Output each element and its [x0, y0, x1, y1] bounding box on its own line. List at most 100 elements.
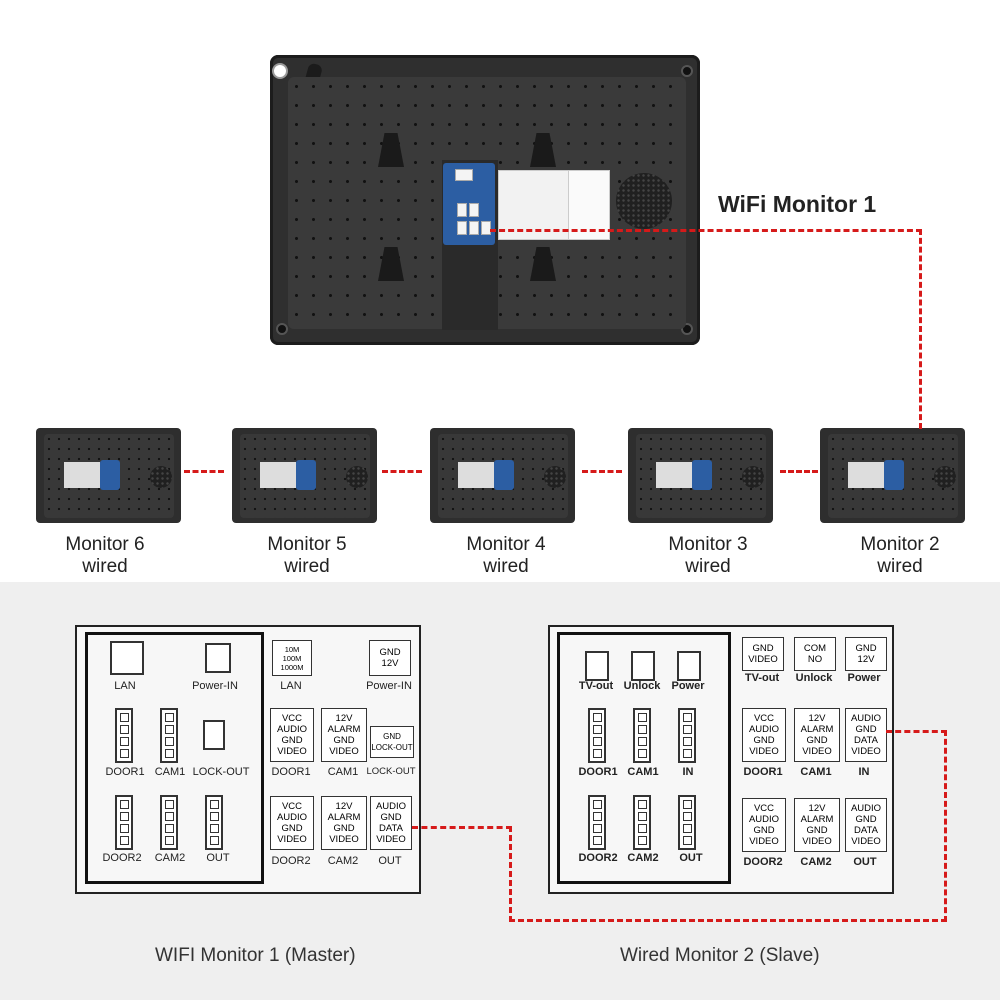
screw: [276, 323, 288, 335]
cam2-pinout-label: CAM2: [327, 855, 359, 867]
lan-connector: [110, 641, 144, 675]
spec-label: [848, 462, 884, 488]
cam1-port-label: CAM1: [627, 766, 659, 778]
monitor-type: wired: [685, 556, 731, 577]
wire-wifi-to-monitor2: [490, 229, 922, 232]
door1-pinout-label: DOOR1: [743, 766, 783, 778]
in-connector: [678, 708, 696, 763]
wire-monitor3-2: [780, 470, 818, 473]
tv-out-port-label: TV-out: [578, 680, 614, 692]
cam2-connector: [633, 795, 651, 850]
cam1-connector: [633, 708, 651, 763]
lock-out-port-label: LOCK-OUT: [192, 766, 250, 778]
lan-pinout-label: LAN: [280, 680, 302, 692]
wire-out-to-in: [509, 826, 512, 922]
unlock-connector: [631, 651, 655, 681]
lock-out-pinout-label: LOCK-OUT: [366, 766, 416, 777]
tv-out-pinout-label: TV-out: [744, 672, 780, 684]
door1-connector: [588, 708, 606, 763]
speaker-grille: [742, 466, 764, 488]
door2-connector: [588, 795, 606, 850]
screw: [272, 63, 288, 79]
wired-monitor-back: [628, 428, 773, 523]
speaker-grille: [934, 466, 956, 488]
connector-pin: [455, 169, 473, 181]
lock-out-connector: [203, 720, 225, 750]
cam2-port-label: CAM2: [627, 852, 659, 864]
wire-out-to-in: [886, 730, 947, 733]
power-in-pinout-label: Power-IN: [366, 680, 412, 692]
unlock-port-label: Unlock: [623, 680, 661, 692]
door2-pinout-label: DOOR2: [743, 856, 783, 868]
cam2-pinout-label: CAM2: [800, 856, 832, 868]
spec-label: [656, 462, 692, 488]
door2-port-label: DOOR2: [102, 852, 142, 864]
cam1-port-label: CAM1: [154, 766, 186, 778]
door1-pinout-label: DOOR1: [271, 766, 311, 778]
door1-connector: [115, 708, 133, 763]
power-port-label: Power: [671, 680, 705, 692]
connector-pin: [469, 221, 479, 235]
wifi-monitor-label: WiFi Monitor 1: [718, 191, 877, 217]
connector-pin: [481, 221, 491, 235]
speaker-grille: [150, 466, 172, 488]
speaker-grille: [544, 466, 566, 488]
master-title: WIFI Monitor 1 (Master): [155, 945, 356, 966]
wired-monitor-back: [820, 428, 965, 523]
monitor-name: Monitor 3: [668, 534, 748, 555]
door2-connector: [115, 795, 133, 850]
spec-label: [458, 462, 494, 488]
screw: [681, 65, 693, 77]
connector-pin: [457, 221, 467, 235]
cam1-pinout-label: CAM1: [327, 766, 359, 778]
in-pinout-label: IN: [858, 766, 870, 778]
speaker-grille: [616, 173, 672, 229]
wired-monitor-back: [430, 428, 575, 523]
wire-monitor6-5: [184, 470, 224, 473]
speaker-grille: [346, 466, 368, 488]
tv-out-connector: [585, 651, 609, 681]
door2-pinout-label: DOOR2: [271, 855, 311, 867]
wire-wifi-to-monitor2: [919, 229, 922, 429]
cam1-pinout-label: CAM1: [800, 766, 832, 778]
connector-board: [884, 460, 904, 490]
wire-monitor5-4: [382, 470, 422, 473]
connector-board: [443, 163, 495, 245]
monitor-name: Monitor 4: [466, 534, 546, 555]
wire-out-to-in: [509, 919, 947, 922]
wire-monitor4-3: [582, 470, 622, 473]
connector-board: [296, 460, 316, 490]
cam2-port-label: CAM2: [154, 852, 186, 864]
wired-monitor-back: [232, 428, 377, 523]
monitor-name: Monitor 2: [860, 534, 940, 555]
wire-out-to-in: [412, 826, 512, 829]
wire-out-to-in: [944, 730, 947, 922]
out-connector: [678, 795, 696, 850]
door1-port-label: DOOR1: [105, 766, 145, 778]
connector-pin: [469, 203, 479, 217]
monitor-type: wired: [82, 556, 128, 577]
door1-port-label: DOOR1: [578, 766, 618, 778]
spec-label: [64, 462, 100, 488]
slave-connector-group: [557, 632, 731, 884]
cam1-connector: [160, 708, 178, 763]
power-connector: [677, 651, 701, 681]
wifi-monitor-1-back: [270, 55, 700, 345]
monitor-name: Monitor 5: [267, 534, 347, 555]
connector-board: [692, 460, 712, 490]
